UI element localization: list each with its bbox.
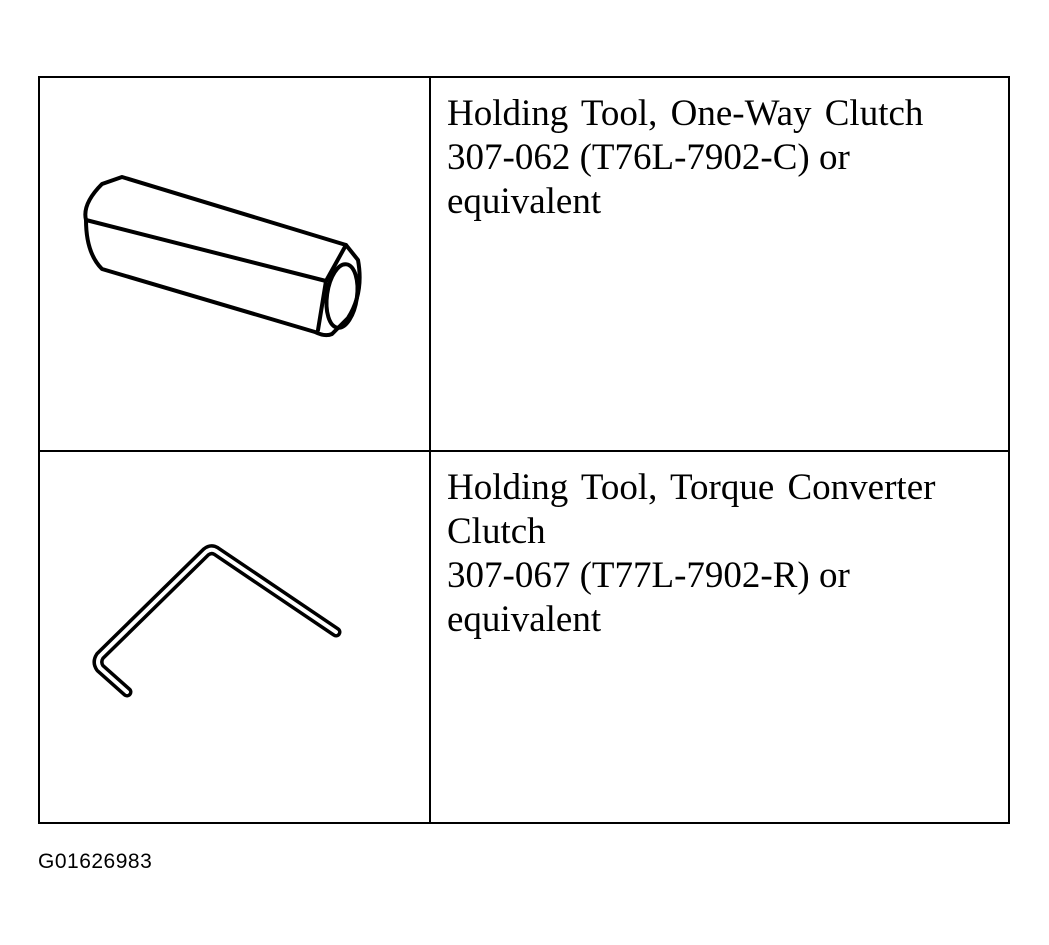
tool-description-cell: Holding Tool, One-Way Clutch 307-062 (T7… (431, 78, 1010, 452)
hex-holding-tool-icon (83, 175, 362, 338)
tool-table: Holding Tool, One-Way Clutch 307-062 (T7… (38, 76, 1010, 824)
tool-name: Holding Tool, One-Way Clutch (447, 93, 924, 134)
bent-rod-holding-tool-icon (92, 544, 342, 698)
tool-illustration-cell (40, 78, 431, 452)
tool-part-number: 307-062 (T76L-7902-C) or (447, 137, 850, 178)
tool-name: Holding Tool, Torque Converter (447, 467, 936, 508)
tool-part-number: 307-067 (T77L-7902-R) or (447, 555, 850, 596)
tool-description-cell: Holding Tool, Torque Converter Clutch 30… (431, 452, 1010, 822)
tool-illustration-cell (40, 452, 431, 822)
tool-equivalent-note: equivalent (447, 599, 602, 640)
tool-name-continued: Clutch (447, 511, 546, 552)
figure-id: G01626983 (38, 850, 153, 873)
tool-equivalent-note: equivalent (447, 181, 602, 222)
